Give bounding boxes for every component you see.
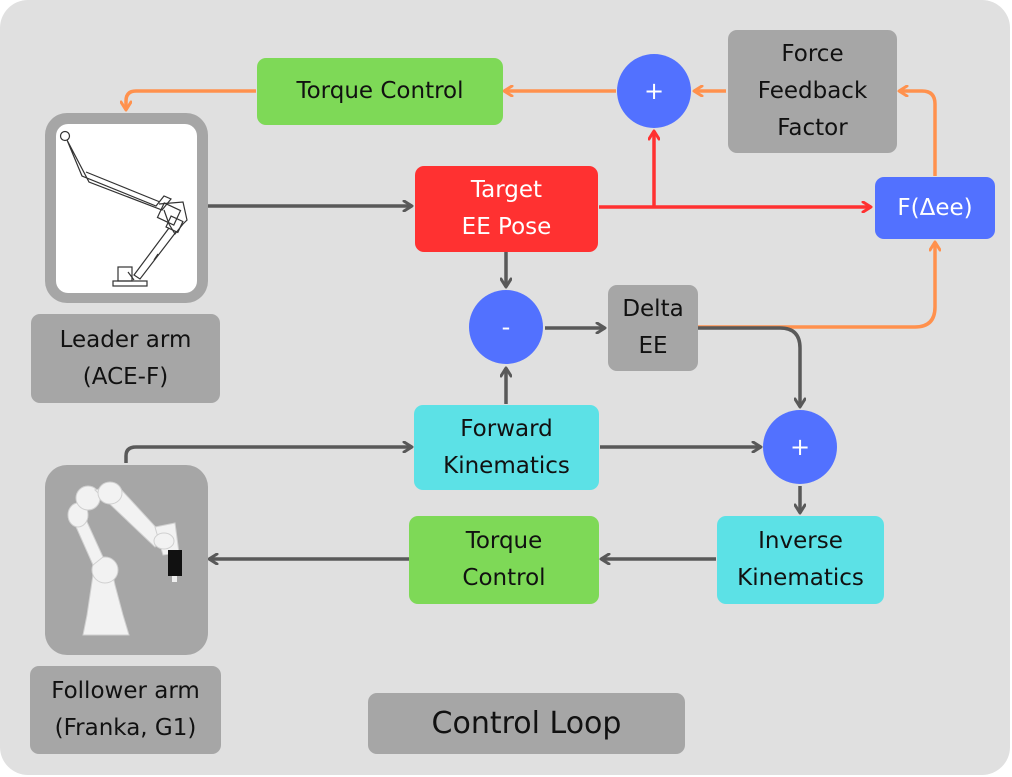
edge-torque-top-to-leader	[126, 89, 256, 110]
torque-control-top-node: Torque Control	[257, 58, 503, 125]
edge-fdee-to-ffb	[899, 91, 937, 176]
leader-arm-drawing-icon	[59, 130, 188, 287]
diagram-title: Control Loop	[368, 693, 685, 754]
follower-arm-label: Follower arm (Franka, G1)	[30, 666, 221, 754]
leader-arm-image-frame	[45, 113, 208, 303]
target-ee-pose-node: Target EE Pose	[415, 166, 598, 252]
leader-arm-image	[56, 124, 197, 293]
torque-control-bottom-node: Torque Control	[409, 516, 599, 604]
follower-arm-image-frame	[45, 465, 208, 655]
sum-top-node: +	[617, 54, 691, 128]
leader-arm-label: Leader arm (ACE-F)	[31, 314, 220, 403]
f-delta-ee-node: F(Δee)	[875, 177, 995, 239]
edge-delta-to-fdee	[696, 242, 935, 329]
edge-delta-to-sum-bottom	[697, 326, 800, 407]
delta-ee-node: Delta EE	[608, 285, 698, 371]
force-feedback-factor-node: Force Feedback Factor	[728, 30, 897, 153]
edge-follower-to-fk	[124, 447, 412, 463]
difference-node: -	[469, 290, 543, 364]
follower-arm-render-icon	[67, 481, 182, 636]
forward-kinematics-node: Forward Kinematics	[414, 405, 599, 490]
inverse-kinematics-node: Inverse Kinematics	[717, 516, 884, 604]
sum-bottom-node: +	[763, 410, 837, 484]
